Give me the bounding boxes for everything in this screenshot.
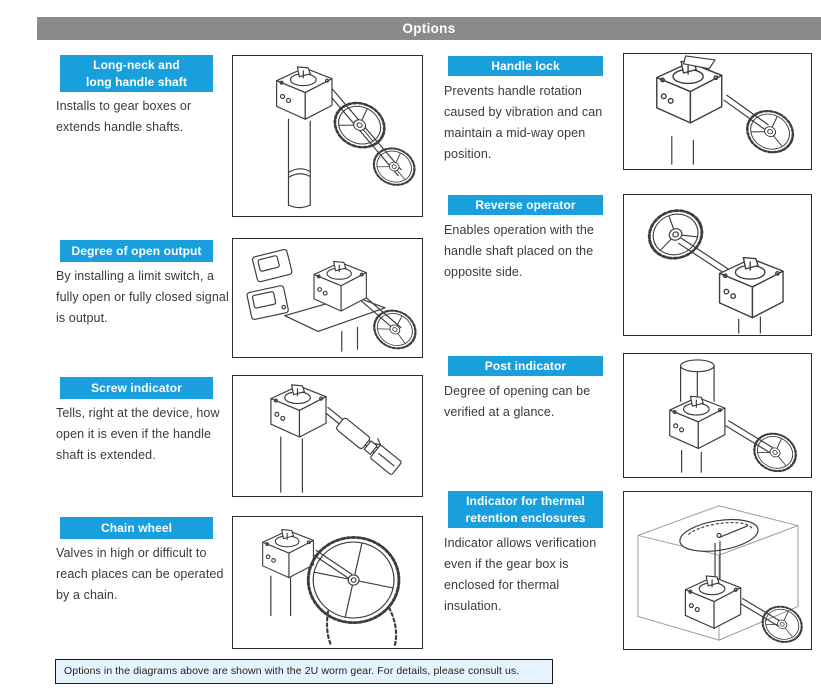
- option-description-post-indicator: Degree of opening can be verified at a g…: [444, 384, 591, 419]
- option-figure-handle-lock: [623, 53, 812, 170]
- option-label-long-neck: Long-neck and long handle shaft: [60, 55, 213, 92]
- option-figure-thermal-indicator: [623, 491, 812, 650]
- option-description-degree-of-open-output: By installing a limit switch, a fully op…: [56, 269, 229, 325]
- page-title-options: Options: [37, 17, 821, 40]
- post-indicator-illustration: [669, 359, 804, 477]
- option-label-thermal-indicator: Indicator for thermal retention enclosur…: [448, 491, 603, 528]
- option-figure-screw-indicator: [232, 375, 423, 497]
- option-label-handle-lock: Handle lock: [448, 56, 603, 76]
- option-description-thermal-indicator: Indicator allows verification even if th…: [444, 536, 597, 613]
- option-figure-reverse-operator: [623, 194, 812, 336]
- screw-indicator-illustration: [270, 384, 402, 493]
- option-figure-long-neck: [232, 55, 423, 217]
- option-description-long-neck: Installs to gear boxes or extends handle…: [56, 99, 192, 134]
- option-description-handle-lock: Prevents handle rotation caused by vibra…: [444, 84, 603, 161]
- option-description-reverse-operator: Enables operation with the handle shaft …: [444, 223, 594, 279]
- option-label-degree-of-open-output: Degree of open output: [60, 240, 213, 262]
- option-label-reverse-operator: Reverse operator: [448, 195, 603, 215]
- handle-lock-illustration: [656, 55, 801, 165]
- long-neck-illustration: [276, 66, 422, 209]
- option-figure-degree-of-open-output: [232, 238, 423, 358]
- chain-wheel-illustration: [262, 529, 401, 647]
- option-label-screw-indicator: Screw indicator: [60, 377, 213, 399]
- footnote-2u-worm-gear: Options in the diagrams above are shown …: [55, 659, 553, 684]
- option-figure-chain-wheel: [232, 516, 423, 649]
- option-description-screw-indicator: Tells, right at the device, how open it …: [56, 406, 220, 462]
- thermal-indicator-illustration: [637, 505, 809, 649]
- degree-of-open-output-illustration: [246, 248, 422, 357]
- reverse-operator-illustration: [641, 201, 784, 334]
- option-figure-post-indicator: [623, 353, 812, 478]
- option-label-post-indicator: Post indicator: [448, 356, 603, 376]
- option-label-chain-wheel: Chain wheel: [60, 517, 213, 539]
- option-description-chain-wheel: Valves in high or difficult to reach pla…: [56, 546, 224, 602]
